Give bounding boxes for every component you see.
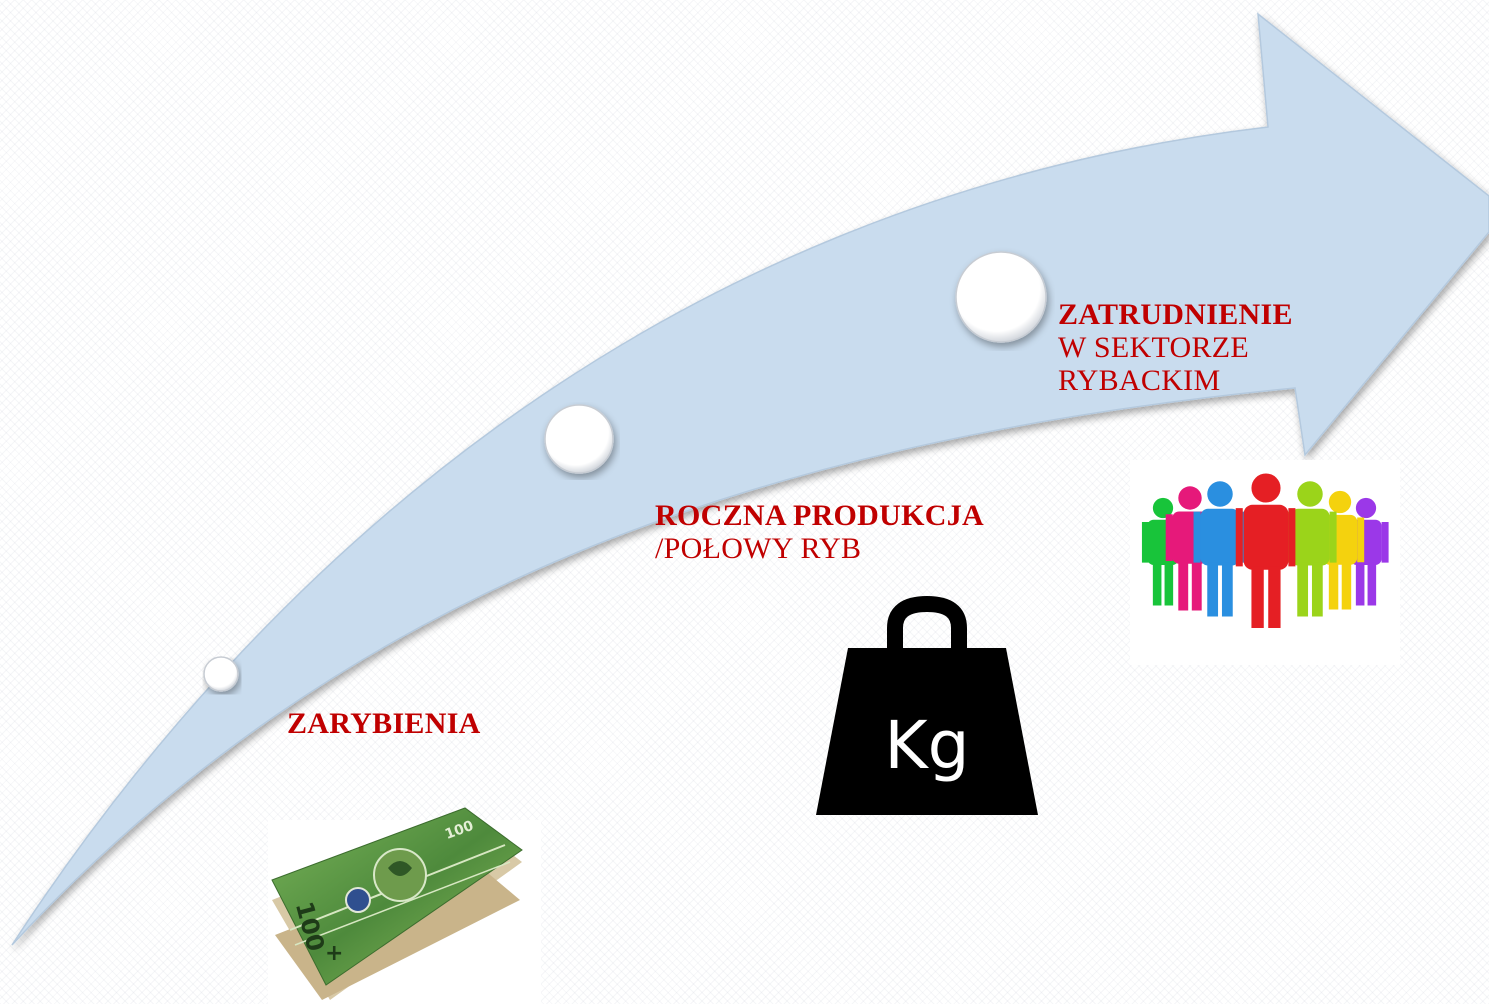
- step-marker-3: [955, 251, 1047, 343]
- step-label-stocking: ZARYBIENIA: [287, 707, 481, 740]
- svg-text:+: +: [325, 941, 343, 966]
- step-2-title: ROCZNA PRODUKCJA: [655, 499, 984, 532]
- step-3-subtitle: W SEKTORZE RYBACKIM: [1058, 331, 1250, 397]
- step-3-title: ZATRUDNIENIE: [1058, 298, 1293, 331]
- weight-unit: Kg: [884, 707, 969, 784]
- step-label-employment: ZATRUDNIENIE W SEKTORZE RYBACKIM: [1058, 298, 1318, 397]
- person-figure: [1235, 473, 1296, 628]
- weight-icon: Kg: [816, 595, 1038, 815]
- people-group-image: [1130, 460, 1400, 665]
- step-marker-2: [544, 404, 614, 474]
- step-1-title: ZARYBIENIA: [287, 707, 481, 740]
- step-2-subtitle: /POŁOWY RYB: [655, 532, 862, 565]
- growth-arrow: [11, 12, 1489, 946]
- step-marker-1: [203, 656, 239, 692]
- step-label-production: ROCZNA PRODUKCJA /POŁOWY RYB: [655, 499, 984, 565]
- person-figure: [1193, 481, 1247, 617]
- banknote-stack-image: 100 100 +: [268, 807, 541, 1004]
